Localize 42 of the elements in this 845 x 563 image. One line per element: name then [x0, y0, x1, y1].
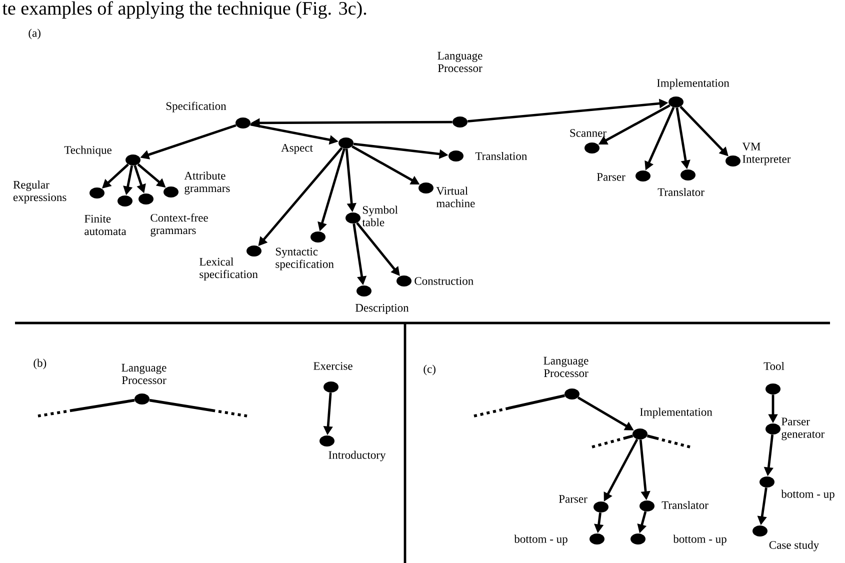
node-label: Implementation — [657, 78, 730, 90]
node-label: Description — [356, 304, 409, 314]
node-label: Introductory — [328, 450, 386, 462]
node-label: Language Processor — [122, 364, 166, 384]
node-label: Translator — [662, 500, 708, 510]
node-label: Context-free grammars — [150, 213, 208, 237]
node-label: bottom - up — [781, 490, 834, 500]
panel-letter: (b) — [34, 358, 46, 370]
page-text: te examples of applying the technique (Fig. 3c). — [2, 1, 366, 19]
node-label: Parser — [558, 495, 588, 503]
node-label: bottom - up — [673, 534, 726, 546]
node-label: Construction — [414, 277, 474, 285]
node-label: Tool — [764, 362, 784, 370]
node-label: Regular expressions — [13, 180, 66, 204]
panel-letter: (a) — [28, 28, 40, 40]
node-label: Lexical specification — [200, 258, 258, 280]
node-label: Translation — [475, 152, 527, 160]
node-label: Language Processor — [544, 356, 588, 378]
node-label: Aspect — [281, 144, 313, 154]
connector — [592, 434, 634, 448]
node-label: Implementation — [640, 408, 712, 418]
node-label: Language Processor — [438, 52, 482, 72]
node-label: Case study — [769, 540, 820, 552]
node-label: Technique — [64, 146, 112, 156]
node-label: VM Interpreter — [742, 142, 791, 166]
node-label: Exercise — [314, 362, 352, 370]
node-label: Symbol table — [362, 206, 398, 226]
panel-letter: (c) — [424, 364, 436, 376]
connector — [474, 394, 565, 418]
connector — [149, 398, 248, 418]
node-label: Syntactic specification — [276, 248, 334, 270]
node-label: Scanner — [570, 129, 606, 137]
node-label: Translator — [658, 188, 704, 196]
node-label: bottom - up — [514, 534, 568, 546]
connector — [38, 398, 135, 418]
node-label: Parser generator — [782, 418, 825, 440]
node-label: Attribute grammars — [184, 172, 230, 194]
node-label: Specification — [166, 102, 226, 112]
node-label: Finite automata — [84, 214, 126, 236]
node-label: Virtual machine — [436, 186, 475, 208]
node-label: Parser — [596, 173, 626, 181]
connector — [646, 434, 690, 448]
